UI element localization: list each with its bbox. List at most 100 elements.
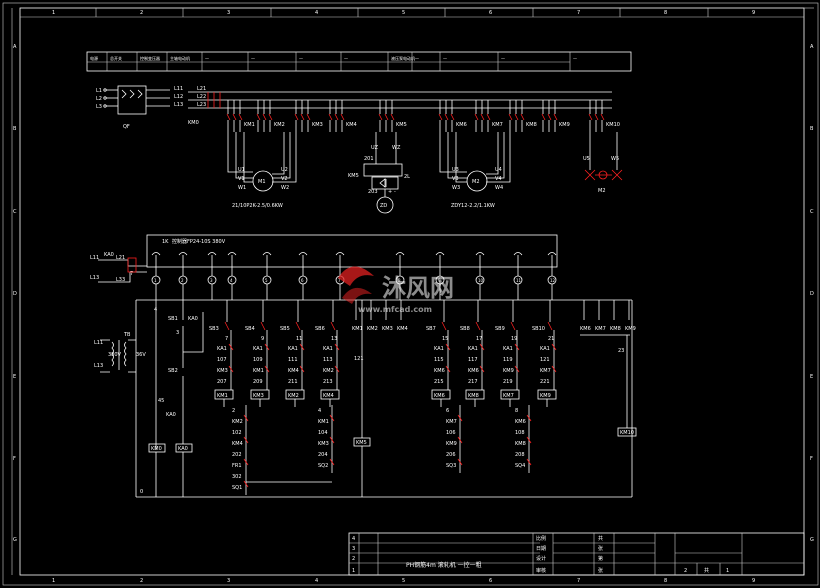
column-label: 3 — [227, 578, 230, 584]
title-block: 4 3 2 1 比例 日期 设计 审核 共 张 第 张 PH钢筋4m 滚轧机 一… — [348, 532, 805, 576]
chain-label: 204 — [318, 452, 328, 458]
svg-text:KA0: KA0 — [178, 446, 188, 452]
rung-coil: KM7 — [503, 393, 514, 399]
rung-relay: KA1 — [434, 346, 444, 352]
controller-terminal: 8 — [398, 278, 401, 283]
chain-label: FR1 — [232, 463, 242, 469]
svg-text:共: 共 — [598, 535, 603, 542]
svg-text:1: 1 — [352, 568, 355, 574]
svg-text:L11: L11 — [174, 86, 183, 92]
rung-interlock: KM6 — [468, 368, 479, 374]
row-label: E — [13, 374, 16, 380]
watermark-url: www.mfcad.com — [358, 305, 432, 314]
chain-label: 106 — [446, 430, 456, 436]
svg-text:3: 3 — [352, 546, 355, 552]
svg-text:+: + — [388, 189, 392, 195]
header-cell: 主轴电动机 — [170, 55, 190, 61]
rung-coil: KM3 — [253, 393, 264, 399]
svg-text:3: 3 — [176, 330, 179, 336]
svg-text:1K: 1K — [162, 239, 169, 245]
svg-text:L11: L11 — [90, 255, 99, 261]
contactor-label: KM4 — [346, 122, 357, 128]
controller-terminal: 2 — [181, 278, 184, 283]
rung-node: 215 — [434, 379, 444, 385]
power-input: L1 L2 L3 QF L11 L12 L13 L21 L22 L23 KM0 — [96, 85, 612, 130]
svg-text:WZ: WZ — [392, 145, 401, 151]
rung-button: SB10 — [532, 326, 545, 332]
column-label: 4 — [315, 578, 318, 584]
breaker-label: QF — [123, 124, 130, 130]
chain-label: SQ1 — [232, 485, 242, 491]
rung-node: 213 — [323, 379, 333, 385]
svg-text:4: 4 — [154, 307, 157, 313]
drawing-title: PH钢筋4m 滚轧机 一控一粗 — [406, 561, 482, 569]
rung-node: 109 — [253, 357, 263, 363]
row-label: G — [810, 537, 814, 543]
column-label: 1 — [52, 10, 55, 16]
svg-text:45: 45 — [158, 398, 164, 404]
svg-text:L12: L12 — [174, 94, 183, 100]
rung-coil: KM4 — [323, 393, 334, 399]
column-label: 8 — [664, 10, 667, 16]
svg-text:121: 121 — [354, 356, 364, 362]
svg-text:日期: 日期 — [536, 546, 546, 552]
svg-text:V4: V4 — [495, 176, 502, 182]
row-label: B — [13, 126, 17, 132]
chain-label: KM3 — [318, 441, 329, 447]
rung-node: 117 — [468, 357, 478, 363]
svg-text:L23: L23 — [197, 102, 206, 108]
rung-interlock: KM4 — [288, 368, 299, 374]
row-label: D — [13, 291, 17, 297]
contactor-label: KM10 — [606, 122, 620, 128]
rung-node: 207 — [217, 379, 227, 385]
row-label: A — [13, 44, 17, 50]
row-label: C — [13, 209, 17, 215]
ladder-rungs: SB37KA1107KM3207KM1SB49KA1109KM1209KM3SB… — [209, 300, 557, 407]
column-label: 5 — [402, 10, 405, 16]
controller-terminal: 10 — [478, 278, 484, 283]
row-label: C — [810, 209, 814, 215]
svg-text:-: - — [394, 189, 396, 195]
controller-terminal: 12 — [550, 278, 556, 283]
svg-text:M2: M2 — [598, 188, 606, 194]
rung-interlock: KM6 — [434, 368, 445, 374]
rung-relay: KA1 — [503, 346, 513, 352]
row-label: F — [13, 456, 16, 462]
svg-text:UZ: UZ — [371, 145, 379, 151]
svg-text:L21: L21 — [116, 255, 125, 261]
rung-node: 11 — [296, 336, 302, 342]
header-cell: — — [501, 56, 505, 61]
rung-relay: KA1 — [253, 346, 263, 352]
svg-text:7: 7 — [130, 271, 133, 277]
controller-terminal: 1 — [154, 278, 157, 283]
column-label: 7 — [577, 10, 580, 16]
svg-text:KA0: KA0 — [188, 316, 198, 322]
controller-terminal: 9 — [438, 278, 441, 283]
svg-text:L13: L13 — [90, 275, 99, 281]
ladder-left-section: 4 SB1 KA0 3 SB2 45 KA0 KM0 KA0 — [148, 300, 204, 497]
input-l2: L2 — [96, 96, 102, 102]
contactor-label: KM9 — [559, 122, 570, 128]
svg-text:审核: 审核 — [536, 567, 546, 574]
rung-button: SB9 — [495, 326, 505, 332]
rung-coil: KM1 — [217, 393, 228, 399]
rung-relay: KA1 — [468, 346, 478, 352]
rung-coil: KM8 — [468, 393, 479, 399]
brake-rectifier: UZ WZ 201 KM5 203 2L + - ZD — [348, 132, 410, 214]
header-cell: — — [344, 56, 348, 61]
motor-m2: M2 U3 V3 W3 U4 V4 W4 ZDY12-2.2/1.1KW — [439, 132, 511, 209]
svg-text:M1: M1 — [258, 179, 266, 185]
column-label: 1 — [52, 578, 55, 584]
cooling-fan: U5 W5 M2 — [583, 132, 623, 194]
km-contact: KM7 — [595, 326, 606, 332]
km-contact: KM1 — [352, 326, 363, 332]
header-cell: 控制变压器 — [140, 55, 160, 61]
svg-text:L13: L13 — [94, 363, 103, 369]
